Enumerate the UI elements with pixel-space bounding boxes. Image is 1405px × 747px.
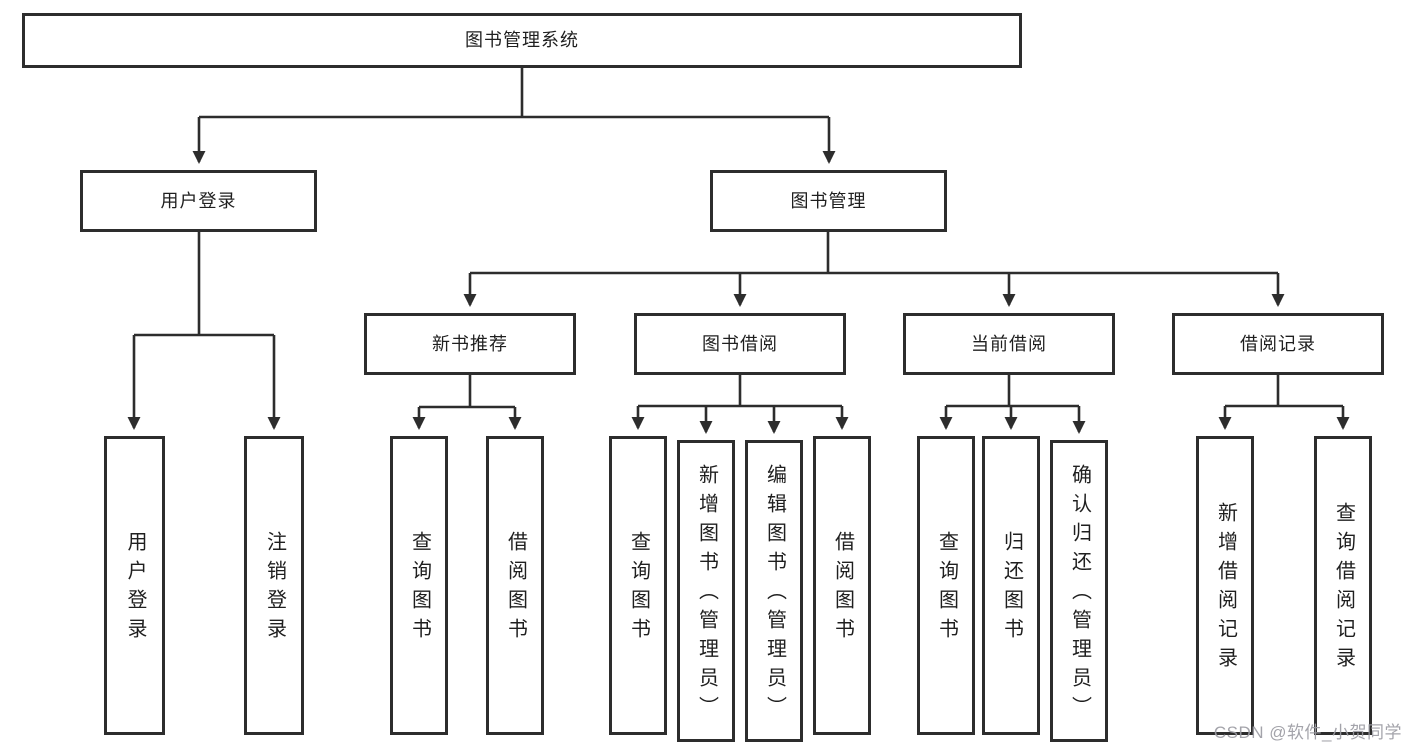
node-query-books-current: 查询图书: [917, 436, 975, 735]
node-add-book-admin: 新增图书（管理员）: [677, 440, 735, 742]
node-current-borrow: 当前借阅: [903, 313, 1115, 375]
node-book-management: 图书管理: [710, 170, 947, 232]
node-add-borrow-record: 新增借阅记录: [1196, 436, 1254, 735]
node-user-login-group: 用户登录: [80, 170, 317, 232]
csdn-watermark: CSDN @软件_小贺同学: [1213, 723, 1402, 742]
node-borrow-books: 借阅图书: [813, 436, 871, 735]
node-confirm-return-admin: 确认归还（管理员）: [1050, 440, 1108, 742]
node-edit-book-admin: 编辑图书（管理员）: [745, 440, 803, 742]
node-new-book-recommend: 新书推荐: [364, 313, 576, 375]
node-query-borrow-record: 查询借阅记录: [1314, 436, 1372, 735]
node-user-login: 用户登录: [104, 436, 165, 735]
node-return-books: 归还图书: [982, 436, 1040, 735]
node-query-books-recommend: 查询图书: [390, 436, 448, 735]
node-borrow-records: 借阅记录: [1172, 313, 1384, 375]
node-borrow-books-recommend: 借阅图书: [486, 436, 544, 735]
node-book-management-system: 图书管理系统: [22, 13, 1022, 68]
node-logout: 注销登录: [244, 436, 304, 735]
node-query-books-borrow: 查询图书: [609, 436, 667, 735]
node-book-borrow: 图书借阅: [634, 313, 846, 375]
